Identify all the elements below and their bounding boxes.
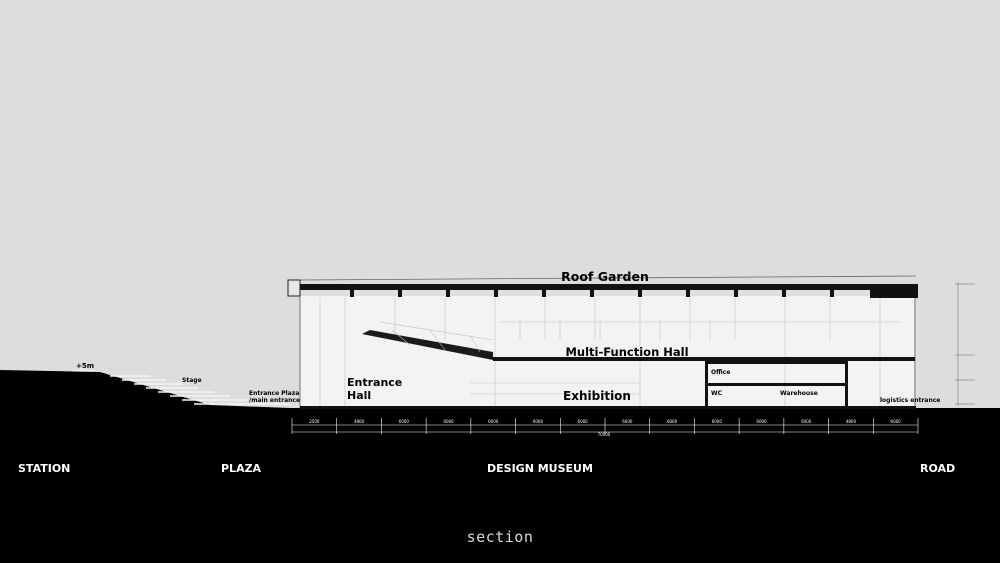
dimension-total: 70000 bbox=[598, 432, 611, 437]
grand-stair bbox=[362, 330, 493, 360]
label-office: Office bbox=[711, 369, 730, 376]
dimension-bay-label: 6000 bbox=[399, 419, 410, 424]
dimension-bay-label: 4800 bbox=[846, 419, 857, 424]
dimension-bay-label: 6000 bbox=[533, 419, 544, 424]
dimension-bay-label: 6000 bbox=[622, 419, 633, 424]
stage-steps bbox=[110, 375, 290, 405]
label-warehouse: Warehouse bbox=[780, 390, 818, 397]
label-level-marker: +5m bbox=[76, 362, 94, 370]
label-exhibition: Exhibition bbox=[563, 389, 631, 403]
label-entrance-plaza-1: Entrance Plaza bbox=[249, 390, 299, 397]
zone-plaza: PLAZA bbox=[221, 462, 262, 475]
museum-building bbox=[287, 275, 918, 409]
dimension-labels: 2500 4800 6000 6000 6000 6000 6000 6000 6000 6000… bbox=[309, 419, 901, 424]
dimension-bay-label: 2500 bbox=[309, 419, 320, 424]
dimension-bay-label: 6000 bbox=[667, 419, 678, 424]
section-caption: section bbox=[466, 528, 534, 546]
label-stage: Stage bbox=[182, 377, 202, 384]
level-marks bbox=[955, 282, 975, 406]
dimension-bay-label: 6000 bbox=[756, 419, 767, 424]
dimension-ticks bbox=[291, 418, 919, 434]
zone-station: STATION bbox=[18, 462, 70, 475]
level-marker bbox=[72, 366, 94, 372]
dimension-bay-label: 6000 bbox=[443, 419, 454, 424]
zone-road: ROAD bbox=[920, 462, 955, 475]
label-multi-function-hall: Multi-Function Hall bbox=[565, 345, 688, 359]
dimension-bay-label: 6000 bbox=[488, 419, 499, 424]
dimension-bay-label: 6000 bbox=[712, 419, 723, 424]
label-wc: WC bbox=[711, 390, 723, 397]
dimension-bay-label: 6000 bbox=[578, 419, 589, 424]
dimension-bay-label: 6000 bbox=[801, 419, 812, 424]
ground-mass bbox=[0, 370, 1000, 563]
dimension-bay-label: 4800 bbox=[354, 419, 365, 424]
dimension-bay-label: 6000 bbox=[891, 419, 902, 424]
label-entrance-plaza-2: /main entrance bbox=[249, 397, 300, 404]
label-entrance-hall-2: Hall bbox=[347, 389, 371, 402]
roof-slab bbox=[300, 284, 916, 290]
label-logistics-entrance: logistics entrance bbox=[880, 397, 940, 404]
zone-design-museum: DESIGN MUSEUM bbox=[487, 462, 593, 475]
label-entrance-hall-1: Entrance bbox=[347, 376, 402, 389]
label-roof-garden: Roof Garden bbox=[561, 269, 649, 284]
